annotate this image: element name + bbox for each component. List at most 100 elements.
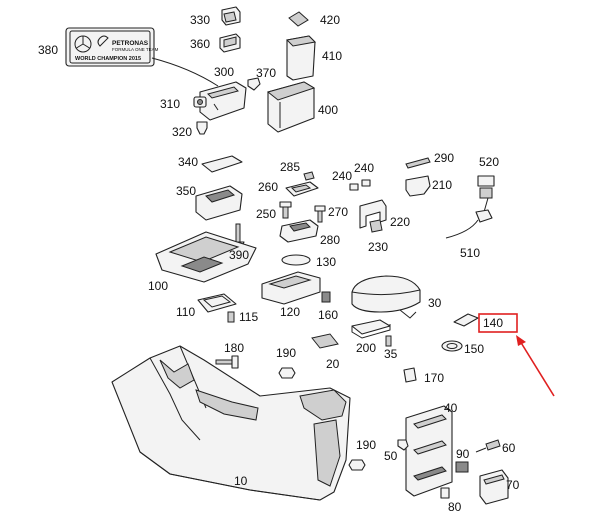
label-290: 290 — [434, 151, 454, 165]
part-240b — [361, 179, 371, 187]
label-40: 40 — [444, 401, 458, 415]
part-420 — [288, 11, 309, 27]
part-70 — [479, 469, 509, 505]
label-70: 70 — [506, 478, 520, 492]
label-250: 250 — [256, 207, 276, 221]
label-400: 400 — [318, 103, 338, 117]
label-90: 90 — [456, 447, 470, 461]
part-260 — [285, 181, 319, 197]
part-400 — [266, 81, 316, 133]
label-190a: 190 — [276, 346, 296, 360]
part-190b — [348, 459, 366, 471]
label-210: 210 — [432, 178, 452, 192]
label-120: 120 — [280, 305, 300, 319]
part-510 — [445, 209, 493, 239]
part-110 — [197, 293, 237, 313]
label-300: 300 — [214, 65, 234, 79]
part-10 — [111, 345, 351, 501]
part-270 — [314, 205, 326, 223]
part-50 — [397, 439, 409, 451]
label-420: 420 — [320, 13, 340, 27]
part-360 — [219, 33, 241, 53]
label-230: 230 — [368, 240, 388, 254]
part-250 — [279, 201, 292, 219]
part-180 — [215, 355, 239, 369]
label-110: 110 — [176, 305, 195, 319]
label-190b: 190 — [356, 438, 376, 452]
label-260: 260 — [258, 180, 278, 194]
highlight-140 — [478, 313, 555, 397]
part-410 — [285, 35, 317, 81]
label-115: 115 — [239, 310, 258, 324]
part-310 — [193, 96, 207, 108]
label-390: 390 — [229, 248, 249, 262]
part-20 — [311, 333, 339, 349]
mercedes-star-icon — [74, 35, 92, 53]
label-410: 410 — [322, 49, 342, 63]
label-130: 130 — [316, 255, 336, 269]
label-330: 330 — [190, 13, 210, 27]
part-230 — [369, 219, 383, 233]
part-80 — [440, 487, 450, 499]
part-330 — [221, 6, 241, 26]
highlight-arrow — [519, 340, 555, 397]
badge-line2: FORMULA ONE TEAM — [112, 47, 159, 52]
part-100 — [155, 231, 257, 283]
part-320 — [196, 121, 208, 135]
part-60 — [475, 439, 501, 453]
badge-leader — [151, 57, 219, 87]
label-340: 340 — [178, 155, 198, 169]
badge-line1: PETRONAS — [112, 40, 149, 47]
label-20: 20 — [326, 357, 340, 371]
part-40 — [405, 405, 453, 497]
part-190a — [278, 367, 296, 379]
part-30 — [351, 275, 421, 319]
label-220: 220 — [390, 215, 410, 229]
label-350: 350 — [176, 184, 196, 198]
label-180: 180 — [224, 341, 244, 355]
label-280: 280 — [320, 233, 340, 247]
highlight-box — [478, 313, 518, 333]
label-10: 10 — [234, 474, 248, 488]
part-285 — [303, 171, 315, 181]
label-100: 100 — [148, 279, 168, 293]
label-170: 170 — [424, 371, 444, 385]
petronas-logo-icon — [97, 35, 109, 47]
part-160 — [321, 291, 331, 303]
label-60: 60 — [502, 441, 516, 455]
part-350 — [195, 185, 243, 221]
label-140: 140 — [483, 316, 503, 330]
part-520 — [477, 175, 495, 199]
part-210 — [405, 175, 431, 197]
part-150 — [441, 340, 463, 352]
badge-line3: WORLD CHAMPION 2015 — [75, 56, 141, 62]
part-370 — [247, 77, 261, 91]
label-380: 380 — [38, 43, 58, 57]
part-220 — [359, 199, 387, 229]
part-120 — [261, 271, 321, 305]
part-35 — [385, 335, 392, 347]
label-285: 285 — [280, 160, 300, 174]
arrow-head-icon — [516, 335, 526, 346]
callout-labels: 330 360 380 300 370 310 320 420 410 400 … — [38, 13, 520, 514]
label-520: 520 — [479, 155, 499, 169]
label-35: 35 — [384, 347, 398, 361]
label-310: 310 — [160, 97, 180, 111]
label-270: 270 — [328, 205, 348, 219]
part-240a — [349, 183, 359, 191]
part-200 — [351, 319, 391, 339]
part-130 — [281, 254, 311, 266]
label-200: 200 — [356, 341, 376, 355]
part-280 — [279, 219, 319, 243]
part-115 — [227, 311, 235, 323]
label-160: 160 — [318, 308, 338, 322]
label-370: 370 — [256, 66, 276, 80]
label-320: 320 — [172, 125, 192, 139]
label-50: 50 — [384, 449, 398, 463]
part-300 — [199, 81, 247, 121]
part-170 — [403, 367, 417, 383]
label-510: 510 — [460, 246, 480, 260]
part-290 — [405, 157, 431, 169]
part-140 — [453, 313, 479, 327]
